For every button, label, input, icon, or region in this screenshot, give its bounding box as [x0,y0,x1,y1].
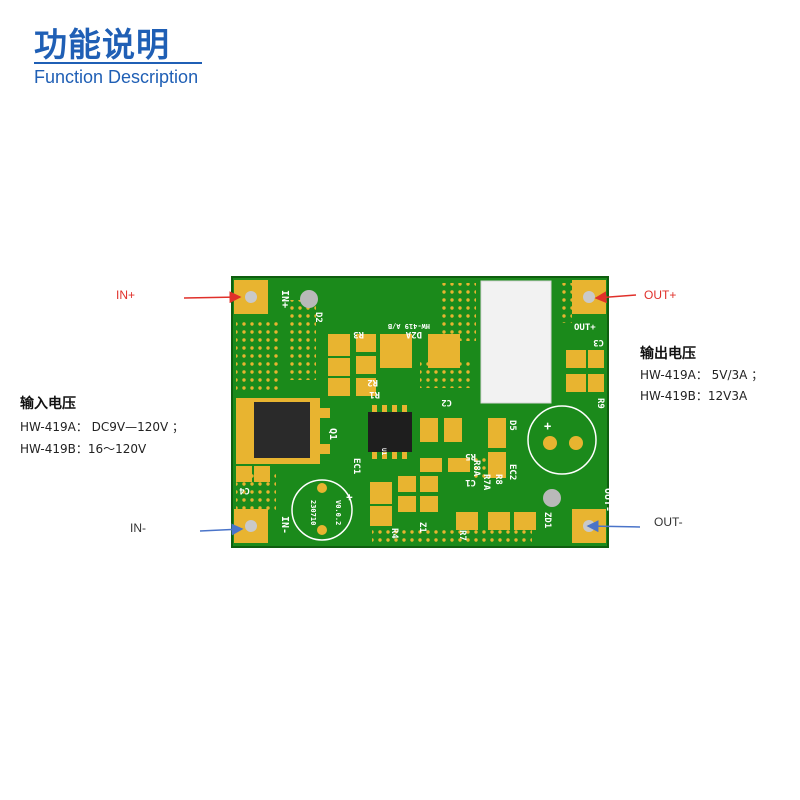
silk-r3: R3 [353,329,364,339]
r7-pad [456,512,478,530]
in-minus-label: IN- [130,521,146,535]
smd-pad [356,378,376,396]
via-field [440,283,476,341]
smd-pad [356,334,376,352]
in-minus-arrow [199,523,244,536]
silk-zd1: ZD1 [542,512,552,528]
d5-pad [488,452,506,478]
ec1-capacitor [291,479,353,541]
silk-c4: C4 [239,485,250,495]
smd-pad [398,496,416,512]
out-plus-arrow [594,291,637,304]
ec2-capacitor [527,405,597,475]
silk-ec1-plus: + [343,494,356,501]
inductor [480,280,552,404]
silk-cap-date: 230710 [309,500,317,525]
c4-pad [236,466,252,482]
title-divider [34,62,202,64]
smd-pad [356,356,376,374]
via-field [286,300,316,380]
out-plus-label: OUT+ [644,288,677,302]
silk-r1: R1 [369,389,380,399]
q1-transistor [254,402,310,458]
smd-pad [328,334,350,356]
input-voltage-heading: 输入电压 [20,396,76,412]
silk-c3: C3 [593,337,604,347]
silk-r2: R2 [367,377,378,387]
silk-ec2: EC2 [507,464,517,480]
r4-pad [370,482,392,504]
c3-pad [588,350,604,368]
c4-pad [254,466,270,482]
silk-d2: D2 [313,312,323,323]
silk-r8: R8 [493,474,503,485]
smd-pad [420,476,438,492]
smd-pad [398,476,416,492]
input-voltage-b: HW-419B：16～120V [20,442,147,456]
silk-u1: U1 [380,448,387,456]
silk-r4: R4 [389,528,399,539]
silk-ec2-plus: + [544,419,551,433]
silk-r9: R9 [595,398,605,409]
silk-r5: R5 [465,451,476,461]
smd-pad [420,458,442,472]
in-plus-arrow [183,291,242,304]
silk-out-minus: OUT- [602,488,613,512]
r9-pad [588,374,604,392]
silk-c1: C1 [465,477,476,487]
mounting-hole [300,290,318,308]
smd-pad [420,496,438,512]
page-title-en: Function Description [34,67,199,87]
input-voltage-a: HW-419A： DC9V—120V ； [20,420,185,434]
silk-r8a: R8A [471,460,481,477]
via-field [372,530,532,542]
via-field [236,322,280,390]
silk-ec1: EC1 [351,458,361,474]
smd-pad [448,458,470,472]
smd-pad [328,378,350,396]
d5-pad [488,418,506,448]
silk-d2a: D2A [405,329,422,339]
silk-in-plus: IN+ [279,290,290,308]
out-minus-label: OUT- [654,515,683,529]
silk-d5: D5 [507,420,517,431]
out-minus-arrow [586,520,641,533]
c2-pad [444,418,462,442]
silk-q1: Q1 [327,428,338,440]
d2a-pad [428,334,460,368]
silk-out-plus: OUT+ [574,323,596,333]
smd-pad [514,512,536,530]
silk-model: HW-419 A/B [388,322,430,330]
in-plus-label: IN+ [116,288,136,302]
silk-r7a: R7A [481,474,491,491]
output-voltage-a: HW-419A： 5V/3A ； [640,368,764,382]
silk-c2: C2 [441,397,452,407]
d2a-pad [380,334,412,368]
r7-pad [488,512,510,530]
r9-pad [566,374,586,392]
mounting-hole [543,489,561,507]
u1-chip [368,412,412,452]
page-title-cn: 功能说明 [34,25,170,64]
silk-in-minus: IN- [279,516,290,534]
output-voltage-b: HW-419B：12V3A [640,389,748,403]
silk-z1: Z1 [417,522,427,533]
c3-pad [566,350,586,368]
via-field [558,283,572,323]
smd-pad [328,358,350,376]
silk-cap-version: V0.0.2 [334,500,342,525]
r4-pad [370,506,392,526]
silk-r7: R7 [457,530,467,541]
c2-pad [420,418,438,442]
output-voltage-heading: 输出电压 [640,346,696,362]
